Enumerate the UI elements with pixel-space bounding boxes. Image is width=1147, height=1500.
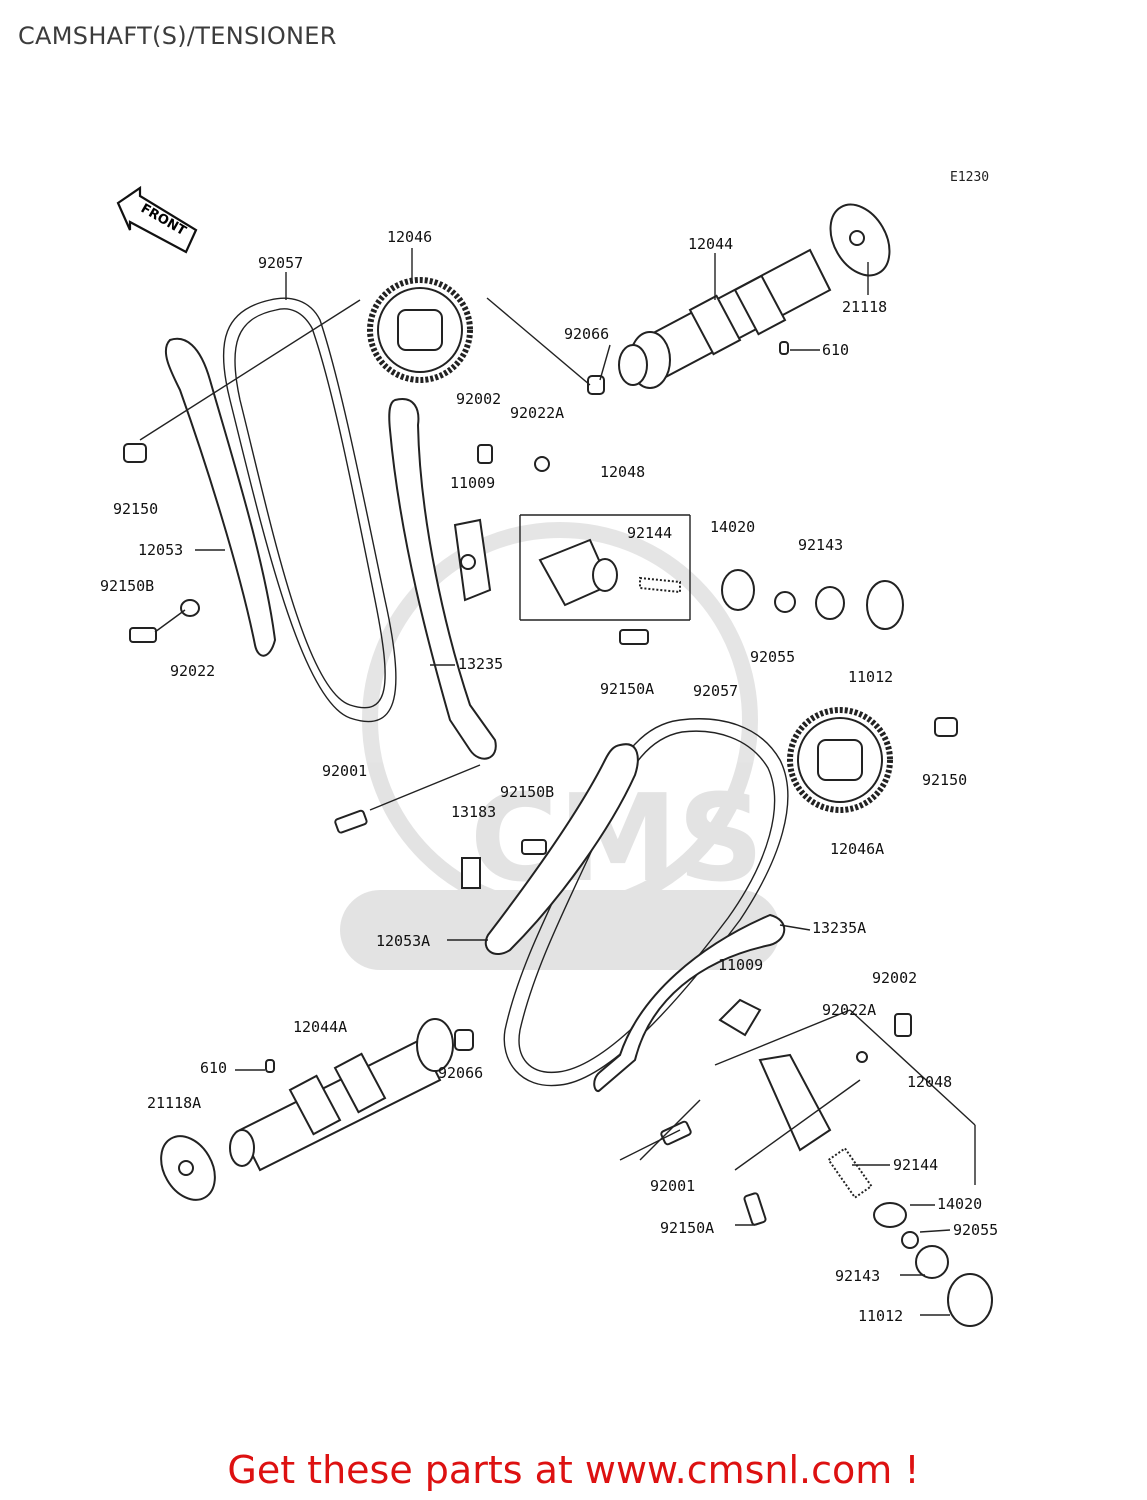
label-12044A: 12044A [293,1018,347,1036]
tensioner-guide-13235 [388,398,497,760]
label-92150B-lower: 92150B [500,783,554,801]
bolt-92150 [123,443,147,463]
label-13235: 13235 [458,655,503,673]
label-92143-lower: 92143 [835,1267,880,1285]
label-21118: 21118 [842,298,887,316]
label-13183: 13183 [451,803,496,821]
label-92055: 92055 [750,648,795,666]
label-12044: 12044 [688,235,733,253]
label-11012: 11012 [848,668,893,686]
label-92001: 92001 [322,762,367,780]
label-13235A: 13235A [812,919,866,937]
label-92057: 92057 [258,254,303,272]
label-92150: 92150 [113,500,158,518]
label-14020-lower: 14020 [937,1195,982,1213]
part-21118A [160,1135,216,1201]
label-92143: 92143 [798,536,843,554]
sprocket-12046A [787,707,893,813]
label-11009-lower: 11009 [718,956,763,974]
label-92066: 92066 [564,325,609,343]
chain-guide-12053A [484,743,639,955]
label-11012-lower: 11012 [858,1307,903,1325]
label-14020: 14020 [710,518,755,536]
tensioner-guide-13235A [593,913,786,1092]
camshaft-12044 [618,248,832,389]
label-92144: 92144 [627,524,672,542]
label-21118A: 21118A [147,1094,201,1112]
label-12046: 12046 [387,228,432,246]
bolt-92150-right [934,717,958,737]
label-12048: 12048 [600,463,645,481]
label-12053A: 12053A [376,932,430,950]
label-92150-right: 92150 [922,771,967,789]
collar-92066 [587,375,605,395]
label-92002-lower: 92002 [872,969,917,987]
tensioner-12048-upper [453,444,904,645]
bolt-92150B-lower [521,839,547,855]
label-12046A: 12046A [830,840,884,858]
pin-610-lower [265,1059,275,1073]
bolt-92150B [129,627,157,643]
label-92022: 92022 [170,662,215,680]
label-92055-lower: 92055 [953,1221,998,1239]
promo-text[interactable]: Get these parts at www.cmsnl.com ! [227,1448,920,1492]
label-11009: 11009 [450,474,495,492]
front-arrow-icon: FRONT [116,185,198,254]
part-21118 [829,203,891,277]
promo-banner[interactable]: Get these parts at www.cmsnl.com ! [0,1448,1147,1492]
upper-cam-chain [222,297,397,723]
label-610: 610 [822,341,849,359]
label-610-lower: 610 [200,1059,227,1077]
part-labels: 92057 12046 12044 21118 610 92066 92002 … [100,228,998,1325]
label-92150A-lower: 92150A [660,1219,714,1237]
pin-610 [779,341,789,355]
label-92022A: 92022A [510,404,564,422]
label-92001-lower: 92001 [650,1177,695,1195]
label-92002: 92002 [456,390,501,408]
sprocket-12046 [367,277,473,383]
label-92150B: 92150B [100,577,154,595]
tensioner-12048-lower [660,1013,993,1327]
label-12053: 12053 [138,541,183,559]
bolt-92001 [334,809,368,834]
washer-92022 [180,599,200,617]
bracket-13183 [461,857,481,889]
page-title: CAMSHAFT(S)/TENSIONER [18,22,337,50]
chain-guide-12053 [164,337,277,657]
diagram-code: E1230 [950,170,990,185]
leader-lines [139,248,976,1316]
watermark-logo: CMS [340,522,780,970]
collar-92066-lower [454,1029,474,1051]
label-92057-lower: 92057 [693,682,738,700]
label-92150A: 92150A [600,680,654,698]
label-92066-lower: 92066 [438,1064,483,1082]
gasket-11009-lower [718,998,762,1037]
camshaft-12044A [229,1018,454,1172]
label-12048-lower: 12048 [907,1073,952,1091]
label-92144-lower: 92144 [893,1156,938,1174]
label-92022A-lower: 92022A [822,1001,876,1019]
